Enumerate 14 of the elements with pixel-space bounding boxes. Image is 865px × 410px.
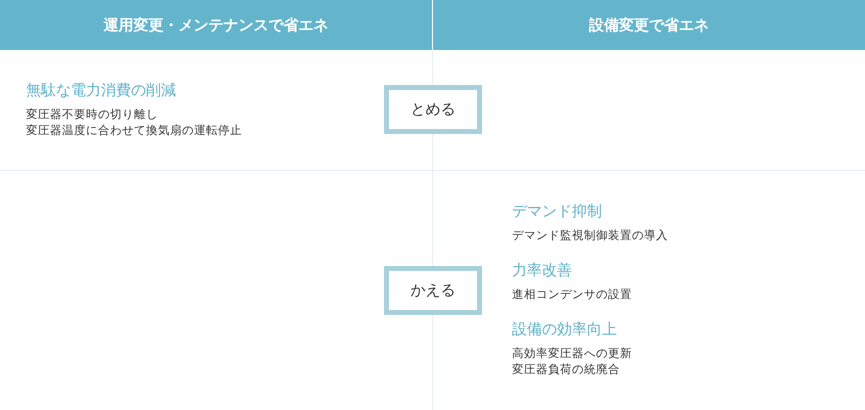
- item-text: デマンド監視制御装置の導入: [512, 228, 668, 243]
- item-text: 高効率変圧器への更新: [512, 346, 632, 361]
- item-text: 進相コンデンサの設置: [512, 287, 632, 302]
- item-heading: 無駄な電力消費の削減: [26, 81, 176, 100]
- item-text: 変圧器温度に合わせて換気扇の運転停止: [26, 123, 242, 138]
- column-header: 設備変更で省エネ: [433, 0, 865, 50]
- item-heading: 力率改善: [512, 261, 572, 280]
- category-box: とめる: [384, 85, 482, 134]
- item-heading: 設備の効率向上: [512, 320, 617, 339]
- item-text: 変圧器負荷の統廃合: [512, 362, 620, 377]
- category-box: かえる: [384, 266, 482, 315]
- column-header: 運用変更・メンテナンスで省エネ: [0, 0, 432, 50]
- item-heading: デマンド抑制: [512, 202, 602, 221]
- item-text: 変圧器不要時の切り離し: [26, 107, 158, 122]
